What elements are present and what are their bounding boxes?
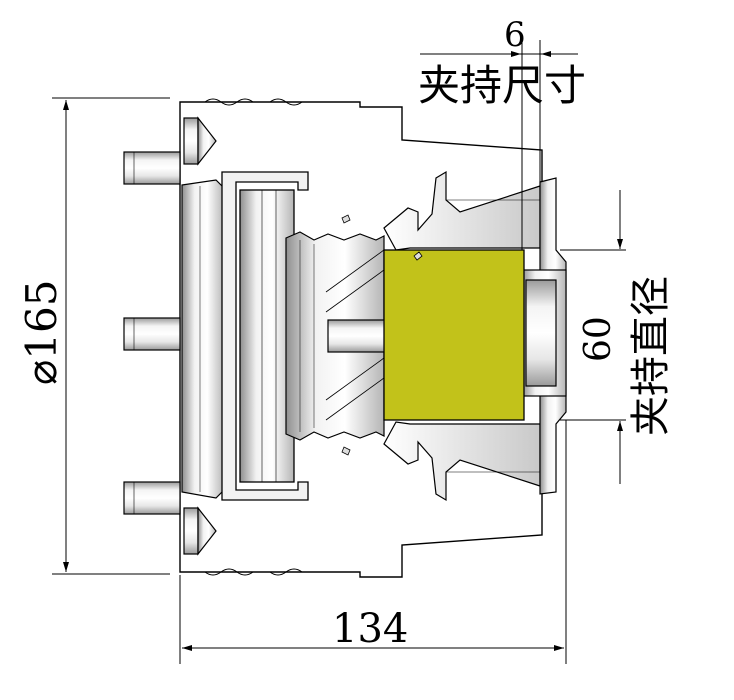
clamp-width-label: 夹持尺寸 <box>418 61 586 110</box>
clamp-width-dimension <box>420 40 578 250</box>
collet-jaw-bottom <box>383 421 541 502</box>
diameter-165-dimension <box>52 97 170 575</box>
clamp-diameter-value: 60 <box>578 316 619 362</box>
collet-jaw-top <box>383 170 541 251</box>
clamp-width-value: 6 <box>504 15 526 55</box>
clamped-workpiece <box>383 249 525 421</box>
screw-details <box>341 214 423 456</box>
draw-bar <box>327 319 389 353</box>
clamp-diameter-label: 夹持直径 <box>628 276 674 436</box>
nose-ring <box>521 177 567 495</box>
clamp-diameter-dimension <box>560 190 626 484</box>
diameter-165-label: ⌀165 <box>17 280 66 385</box>
mounting-bolt-bottom <box>123 481 181 515</box>
mounting-bolt-top <box>123 151 181 185</box>
length-134-label: 134 <box>332 606 408 652</box>
outer-sleeve <box>221 171 309 501</box>
flange-pin-bottom <box>183 506 217 556</box>
mounting-bolt-middle <box>123 317 181 351</box>
flange-plate <box>181 179 225 499</box>
flange-pin-top <box>183 116 217 166</box>
length-134-dimension <box>179 420 567 664</box>
